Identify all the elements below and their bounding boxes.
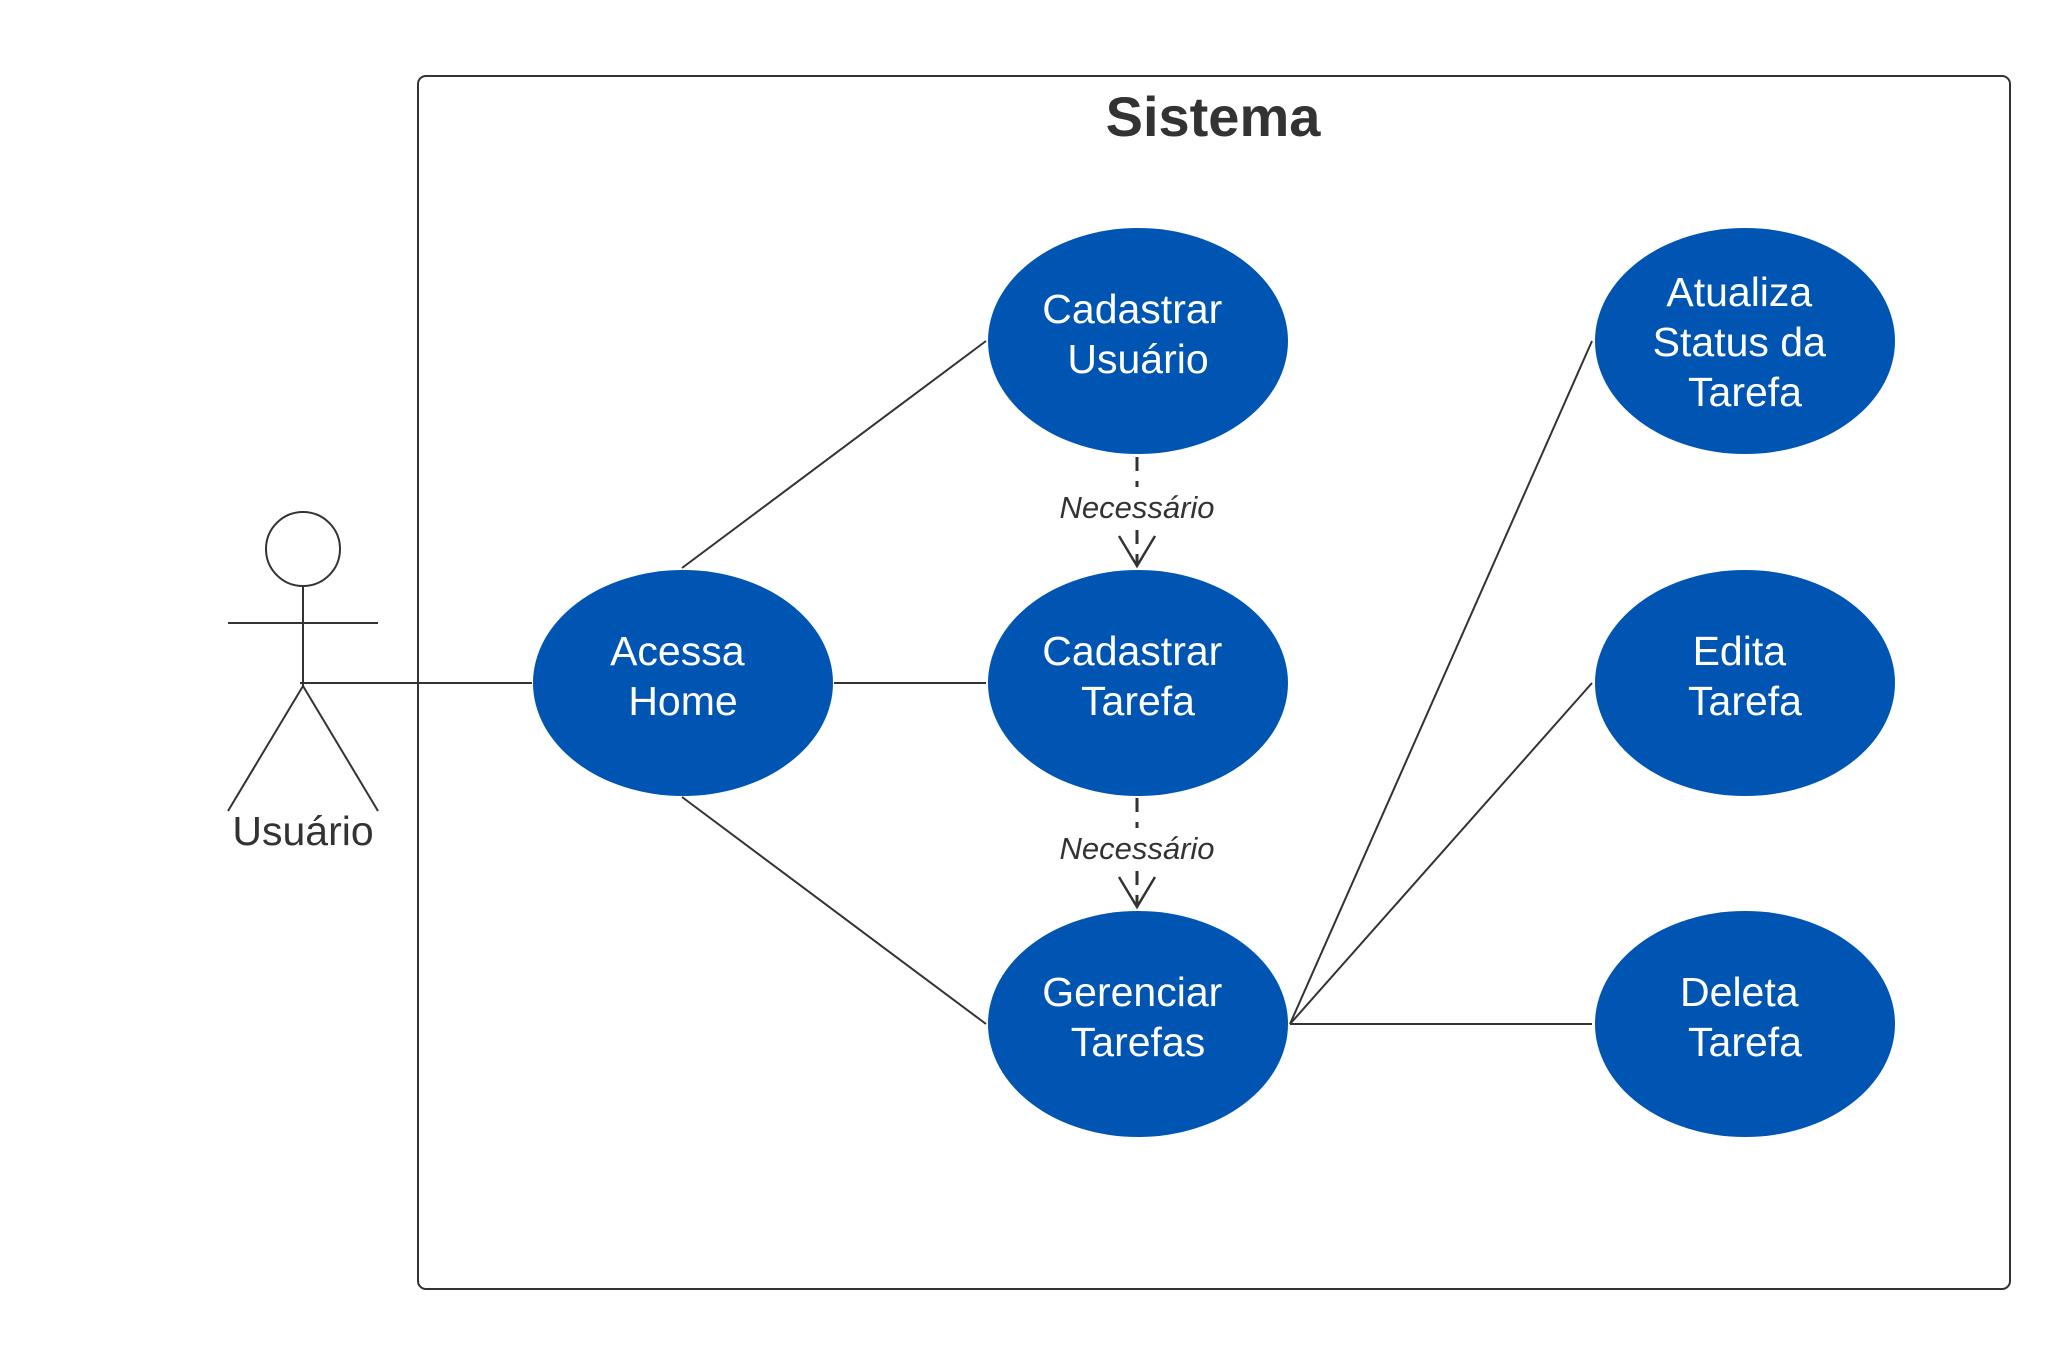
svg-text:Atualiza Status da: Atualiza Status da Tarefa (1653, 269, 1838, 415)
association-gerenciar-atualiza-status (1289, 340, 1593, 1025)
use-case-label-line: Home (628, 678, 737, 724)
svg-text:Cadastrar Tarefa: Cadastrar Tarefa (1042, 628, 1233, 724)
use-case-acessa-home: Acessa Home (533, 570, 833, 796)
association-home-cadastrar-usuario (681, 340, 987, 569)
use-case-label-line: Cadastrar (1042, 286, 1222, 332)
use-case-atualiza-status: Atualiza Status da Tarefa (1595, 228, 1895, 454)
svg-text:Edita Tarefa: Edita Tarefa (1688, 628, 1802, 724)
use-case-label-line: Tarefa (1688, 369, 1802, 415)
dependency-label: Necessário (1059, 831, 1214, 866)
use-case-label-line: Atualiza (1666, 269, 1812, 315)
actor-head (265, 511, 341, 587)
use-case-label-line: Tarefas (1071, 1019, 1205, 1065)
association-gerenciar-edita-tarefa (1289, 682, 1593, 1025)
actor-label: Usuário (232, 808, 373, 854)
svg-text:Acessa Home: Acessa Home (610, 628, 756, 724)
dependency-usuario-to-tarefa: Necessário (1059, 457, 1215, 569)
use-case-label-line: Tarefa (1081, 678, 1195, 724)
svg-text:Gerenciar Tarefas: Gerenciar Tarefas (1042, 969, 1233, 1065)
svg-text:Deleta Tarefa: Deleta Tarefa (1680, 969, 1810, 1065)
use-case-label-line: Tarefa (1688, 678, 1802, 724)
dependency-arrowhead (1117, 535, 1157, 569)
use-case-label-line: Tarefa (1688, 1019, 1802, 1065)
use-case-label-line: Deleta (1680, 969, 1799, 1015)
use-case-cadastrar-usuario: Cadastrar Usuário (988, 228, 1288, 454)
actor-usuario: Usuário (227, 511, 379, 854)
system-title: Sistema (1106, 85, 1322, 148)
dependency-label: Necessário (1059, 490, 1214, 525)
use-case-cadastrar-tarefa: Cadastrar Tarefa (988, 570, 1288, 796)
use-case-gerenciar-tarefas: Gerenciar Tarefas (988, 911, 1288, 1137)
use-case-label-line: Status da (1653, 319, 1826, 365)
use-case-label-line: Edita (1693, 628, 1787, 674)
use-case-edita-tarefa: Edita Tarefa (1595, 570, 1895, 796)
actor-left-leg (227, 685, 304, 812)
use-case-label-line: Acessa (610, 628, 745, 674)
association-home-gerenciar-tarefas (681, 796, 987, 1025)
dependency-arrowhead (1117, 876, 1157, 910)
actor-right-leg (302, 685, 379, 812)
use-case-label-line: Usuário (1067, 336, 1208, 382)
dependency-tarefa-to-gerenciar: Necessário (1059, 798, 1215, 910)
svg-text:Cadastrar Usuário: Cadastrar Usuário (1042, 286, 1233, 382)
use-case-label-line: Gerenciar (1042, 969, 1222, 1015)
use-case-deleta-tarefa: Deleta Tarefa (1595, 911, 1895, 1137)
use-case-label-line: Cadastrar (1042, 628, 1222, 674)
